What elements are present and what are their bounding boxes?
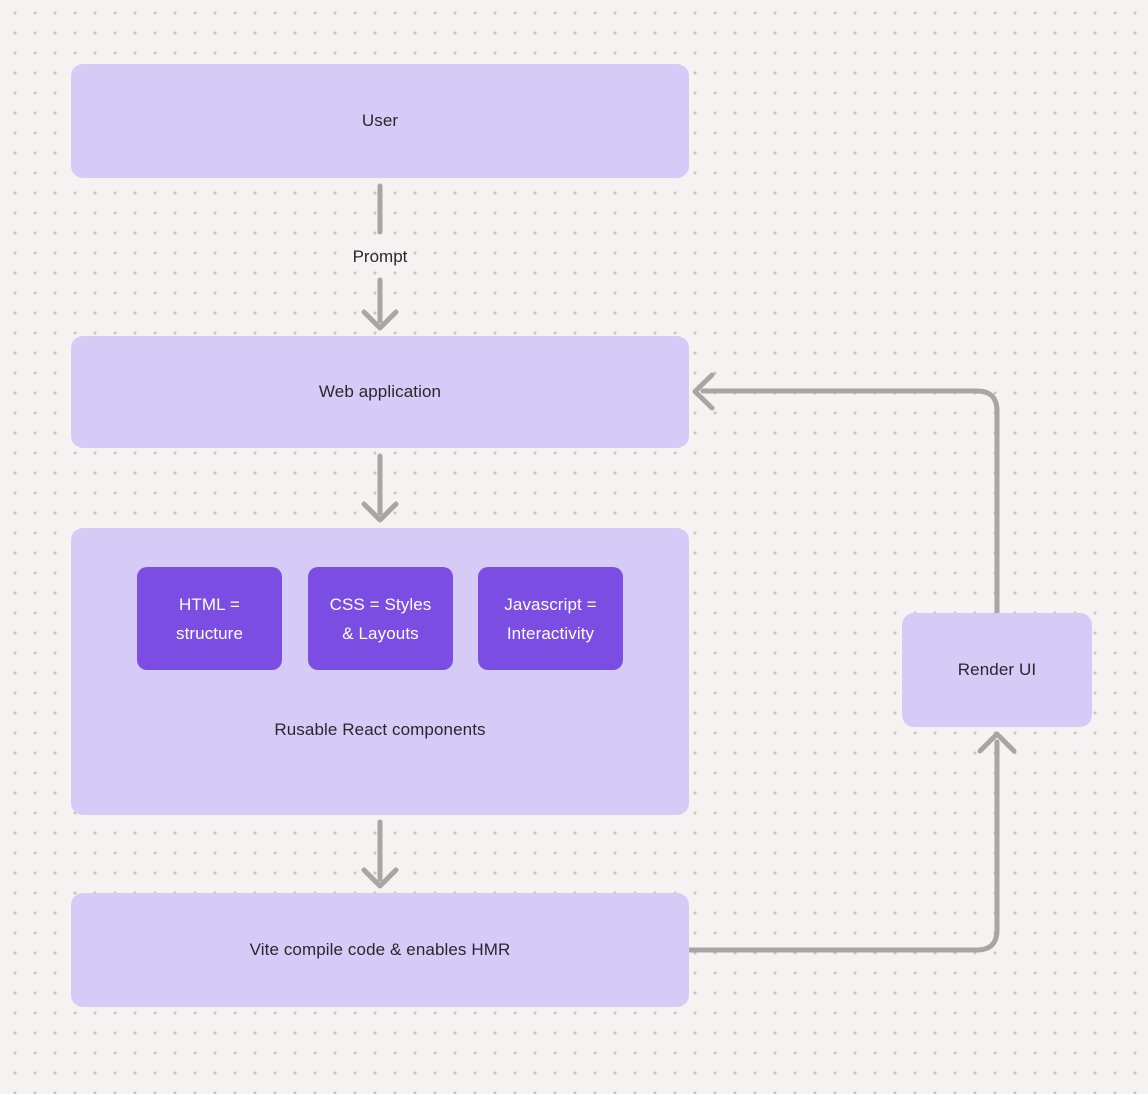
node-vite[interactable]: Vite compile code & enables HMR (71, 893, 689, 1007)
edge-render-ui-to-webapp-arrow[interactable] (692, 372, 1000, 615)
chip-css-line1: CSS = Styles (329, 594, 432, 614)
chip-javascript-line1: Javascript = (504, 594, 597, 614)
edge-components-to-vite-arrow[interactable] (361, 819, 399, 889)
chip-css[interactable]: CSS = Styles & Layouts (308, 567, 453, 670)
edge-webapp-to-components-arrow[interactable] (361, 453, 399, 523)
edge-user-to-webapp-arrow[interactable] (361, 277, 399, 331)
node-components-group[interactable]: HTML = structure CSS = Styles & Layouts … (71, 528, 689, 815)
edge-label-prompt: Prompt (352, 247, 408, 266)
chip-javascript-line2: Interactivity (506, 623, 595, 643)
node-render-ui[interactable]: Render UI (902, 613, 1092, 727)
node-vite-label: Vite compile code & enables HMR (249, 940, 511, 959)
chip-html-line2: structure (175, 623, 244, 643)
node-render-ui-label: Render UI (957, 660, 1037, 679)
node-web-application[interactable]: Web application (71, 336, 689, 448)
chip-html[interactable]: HTML = structure (137, 567, 282, 670)
node-components-group-label: Rusable React components (274, 720, 486, 739)
node-user[interactable]: User (71, 64, 689, 178)
node-user-label: User (361, 111, 399, 130)
chip-javascript[interactable]: Javascript = Interactivity (478, 567, 623, 670)
chip-html-line1: HTML = (179, 594, 240, 614)
chip-css-line2: & Layouts (342, 623, 419, 643)
node-web-application-label: Web application (318, 382, 442, 401)
edge-vite-to-render-ui-arrow[interactable] (687, 731, 1017, 953)
